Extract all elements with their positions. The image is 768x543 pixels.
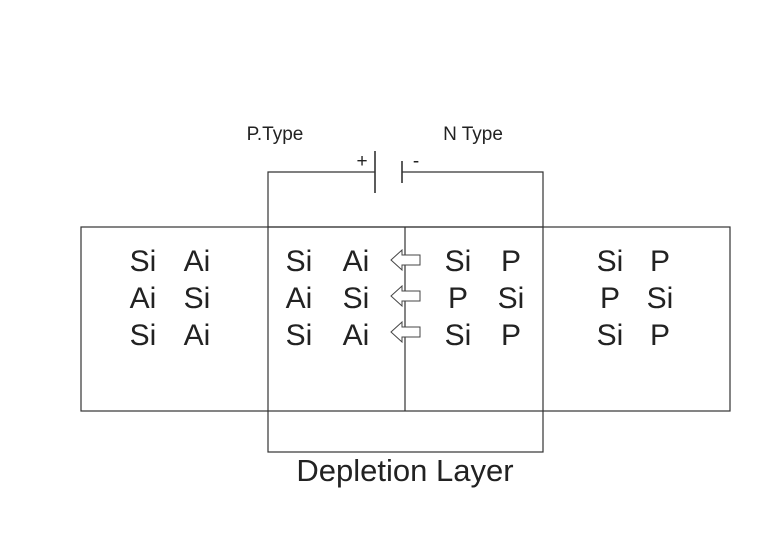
atom-label-n-depletion: Si bbox=[445, 319, 472, 352]
atom-label-p-outer: Ai bbox=[184, 319, 211, 352]
n-type-label: N Type bbox=[443, 124, 503, 145]
atom-label-n-depletion: Si bbox=[498, 282, 525, 315]
battery-wire-left bbox=[267, 171, 375, 227]
atom-label-n-depletion: P bbox=[501, 245, 521, 278]
atom-label-n-outer: Si bbox=[597, 319, 624, 352]
battery-minus-label: - bbox=[413, 151, 419, 172]
atom-label-p-outer: Si bbox=[130, 245, 157, 278]
atom-label-p-depletion: Ai bbox=[286, 282, 313, 315]
atom-label-n-depletion: P bbox=[501, 319, 521, 352]
battery-wire-right bbox=[402, 171, 544, 227]
left-arrow-icon bbox=[390, 320, 421, 344]
battery-plus-label: + bbox=[356, 151, 367, 172]
atom-label-n-outer: P bbox=[650, 245, 670, 278]
atom-label-p-depletion: Ai bbox=[343, 319, 370, 352]
atom-label-n-outer: Si bbox=[597, 245, 624, 278]
atom-label-n-depletion: P bbox=[448, 282, 468, 315]
atom-label-n-outer: P bbox=[650, 319, 670, 352]
atom-label-p-depletion: Si bbox=[286, 319, 313, 352]
atom-label-p-depletion: Si bbox=[286, 245, 313, 278]
atom-label-p-outer: Si bbox=[130, 319, 157, 352]
atom-label-n-depletion: Si bbox=[445, 245, 472, 278]
depletion-layer-label: Depletion Layer bbox=[296, 453, 513, 488]
p-type-label: P.Type bbox=[247, 124, 304, 145]
atom-label-p-outer: Ai bbox=[130, 282, 157, 315]
atom-label-p-depletion: Ai bbox=[343, 245, 370, 278]
atom-label-p-outer: Si bbox=[184, 282, 211, 315]
atom-label-n-outer: Si bbox=[647, 282, 674, 315]
atom-label-n-outer: P bbox=[600, 282, 620, 315]
atom-label-p-depletion: Si bbox=[343, 282, 370, 315]
atom-label-p-outer: Ai bbox=[184, 245, 211, 278]
left-arrow-icon bbox=[390, 284, 421, 308]
left-arrow-icon bbox=[390, 248, 421, 272]
drift-arrows bbox=[390, 248, 421, 344]
